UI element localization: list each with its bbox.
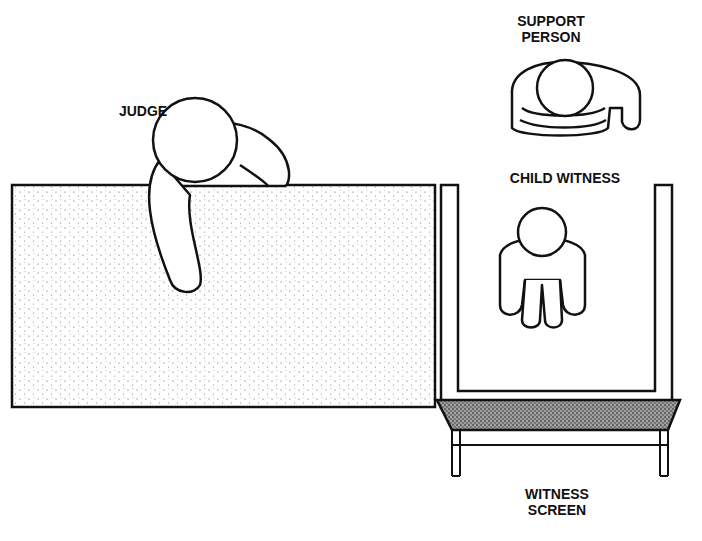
judge-figure	[149, 98, 289, 292]
support-person-label: SUPPORT PERSON	[506, 13, 596, 45]
witness-screen	[437, 400, 680, 476]
judge-bench	[12, 185, 435, 407]
support-person-figure	[512, 60, 640, 136]
child-witness-label: CHILD WITNESS	[480, 170, 650, 186]
judge-label: JUDGE	[108, 103, 178, 119]
witness-screen-label: WITNESS SCREEN	[507, 486, 607, 518]
child-figure	[500, 208, 585, 328]
witness-box	[441, 185, 672, 408]
